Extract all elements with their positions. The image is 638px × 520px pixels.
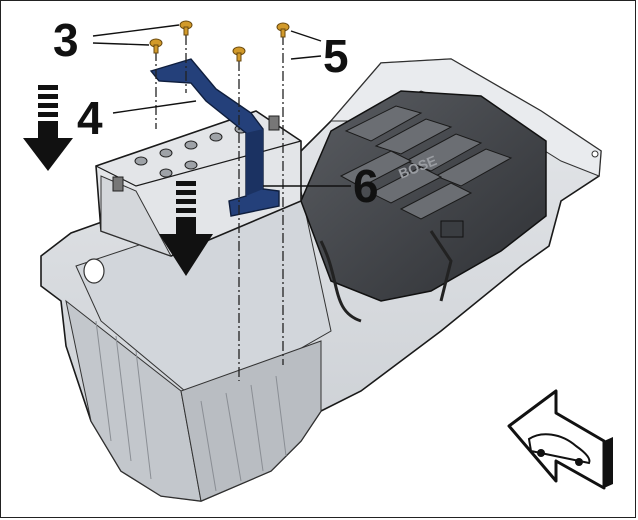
leader-lines	[92, 24, 351, 187]
down-arrow-icon	[159, 181, 213, 276]
down-arrow-icon	[23, 85, 73, 171]
hold-down-bracket	[149, 58, 280, 217]
bolt-icon	[149, 20, 290, 62]
callout-5: 5	[323, 30, 349, 82]
vehicle-direction-icon	[507, 389, 613, 490]
bolt-axis-lines	[155, 35, 284, 381]
electronics-module: BOSE	[300, 90, 547, 323]
callout-3: 3	[53, 14, 79, 66]
callout-6: 6	[353, 160, 379, 212]
callout-4: 4	[77, 92, 103, 144]
